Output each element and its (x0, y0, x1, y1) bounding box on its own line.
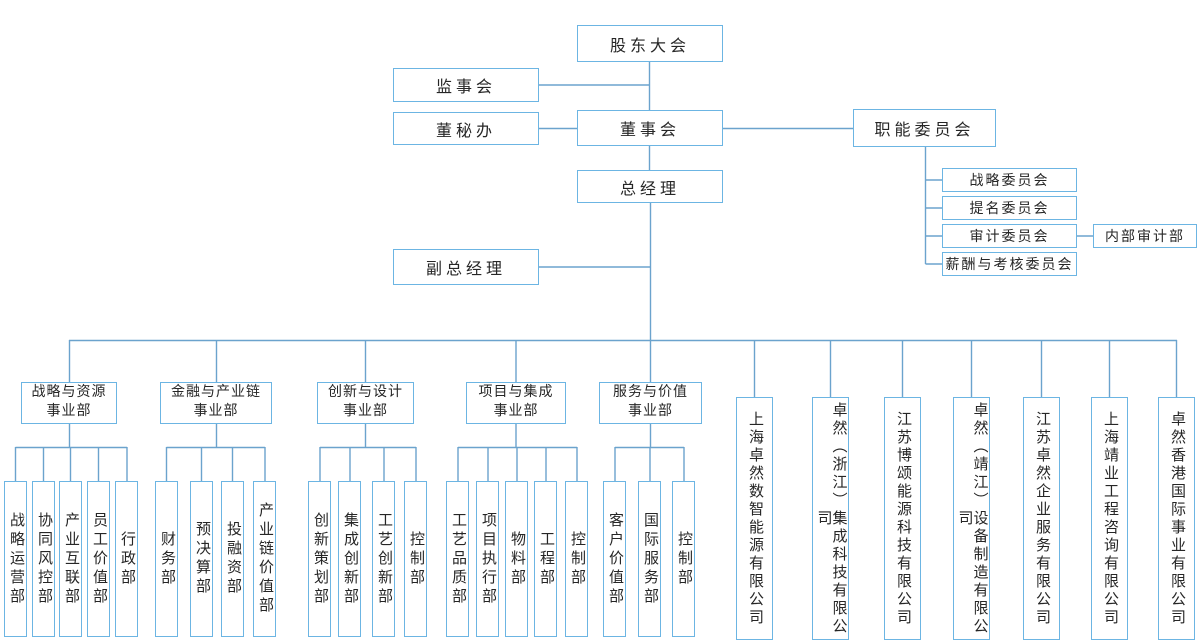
node-board-of-directors: 董事会 (577, 110, 723, 146)
dept-box: 员工价值部 (87, 481, 110, 637)
node-division-project-integration: 项目与集成 事业部 (466, 382, 566, 424)
subsidiary-box: 上海靖业工程咨询有限公司 (1091, 397, 1128, 640)
node-functional-committees: 职能委员会 (853, 109, 996, 147)
node-internal-audit-dept: 内部审计部 (1093, 224, 1197, 248)
node-strategy-committee: 战略委员会 (942, 168, 1077, 192)
node-shareholders-meeting: 股东大会 (577, 25, 723, 62)
dept-box: 项目执行部 (476, 481, 499, 637)
dept-box: 工程部 (534, 481, 557, 637)
dept-box: 客户价值部 (603, 481, 626, 637)
node-nomination-committee: 提名委员会 (942, 196, 1077, 220)
dept-box: 行政部 (115, 481, 138, 637)
node-division-service-value: 服务与价值 事业部 (599, 382, 702, 424)
node-deputy-general-manager: 副总经理 (393, 249, 539, 285)
dept-box: 工艺品质部 (446, 481, 469, 637)
dept-box: 预决算部 (190, 481, 213, 637)
dept-box: 财务部 (155, 481, 178, 637)
subsidiary-box: 江苏博颂能源科技有限公司 (884, 397, 921, 640)
subsidiary-box: 卓然（靖江）设备制造有限公司 (953, 397, 990, 640)
node-audit-committee: 审计委员会 (942, 224, 1077, 248)
dept-box: 产业链价值部 (253, 481, 276, 637)
node-division-finance-industry-chain: 金融与产业链 事业部 (160, 382, 272, 424)
dept-box: 物料部 (505, 481, 528, 637)
dept-box: 工艺创新部 (372, 481, 395, 637)
node-division-strategy-resources: 战略与资源 事业部 (21, 382, 117, 424)
subsidiary-box: 江苏卓然企业服务有限公司 (1023, 397, 1060, 640)
subsidiary-box: 上海卓然数智能源有限公司 (736, 397, 773, 640)
node-supervisory-board: 监事会 (393, 68, 539, 102)
dept-box: 集成创新部 (338, 481, 361, 637)
node-board-secretary-office: 董秘办 (393, 112, 539, 145)
dept-box: 产业互联部 (59, 481, 82, 637)
node-division-innovation-design: 创新与设计 事业部 (317, 382, 414, 424)
subsidiary-box: 卓然（浙江）集成科技有限公司 (812, 397, 849, 640)
dept-box: 控制部 (565, 481, 588, 637)
node-general-manager: 总经理 (577, 170, 723, 203)
dept-box: 控制部 (404, 481, 427, 637)
dept-box: 投融资部 (221, 481, 244, 637)
dept-box: 控制部 (672, 481, 695, 637)
node-compensation-committee: 薪酬与考核委员会 (942, 252, 1077, 276)
subsidiary-box: 卓然香港国际事业有限公司 (1158, 397, 1195, 640)
dept-box: 创新策划部 (308, 481, 331, 637)
dept-box: 国际服务部 (638, 481, 661, 637)
dept-box: 协同风控部 (32, 481, 55, 637)
dept-box: 战略运营部 (4, 481, 27, 637)
